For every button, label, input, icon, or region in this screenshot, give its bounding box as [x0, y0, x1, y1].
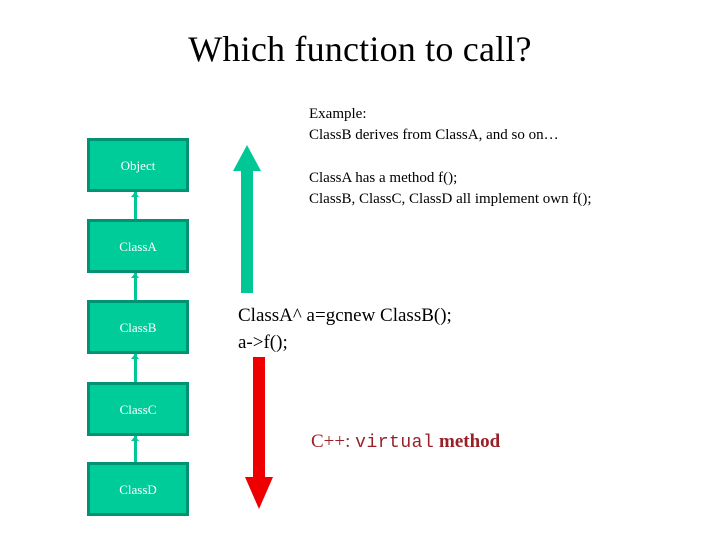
cpp-virtual-callout: C++: virtual method — [311, 431, 500, 453]
method-line-2: ClassB, ClassC, ClassD all implement own… — [309, 191, 592, 207]
cpp-callout-label: C++: — [311, 431, 351, 452]
class-box-classa[interactable]: ClassA — [87, 219, 189, 273]
example-note: Example: ClassB derives from ClassA, and… — [309, 104, 559, 146]
down-arrow-icon — [245, 357, 273, 509]
class-box-label: Object — [120, 157, 156, 173]
code-line-1: ClassA^ a=gcnew ClassB(); — [238, 305, 452, 326]
inheritance-connector-classb-classa — [134, 273, 137, 300]
code-line-2: a->f(); — [238, 332, 288, 353]
class-box-label: ClassD — [119, 481, 157, 497]
class-box-object[interactable]: Object — [87, 138, 189, 192]
cpp-callout-keyword: virtual — [355, 433, 435, 453]
example-line: ClassB derives from ClassA, and so on… — [309, 127, 559, 143]
class-box-label: ClassC — [119, 401, 157, 417]
inheritance-arrowhead-icon — [131, 354, 139, 359]
page-title: Which function to call? — [188, 29, 532, 69]
inheritance-arrowhead-icon — [131, 436, 139, 441]
class-box-label: ClassA — [119, 238, 157, 254]
class-box-label: ClassB — [119, 319, 157, 335]
up-arrow-icon — [233, 145, 261, 293]
class-box-classd[interactable]: ClassD — [87, 462, 189, 516]
cpp-callout-word: method — [439, 431, 501, 452]
class-box-classb[interactable]: ClassB — [87, 300, 189, 354]
inheritance-arrowhead-icon — [131, 273, 139, 278]
example-heading: Example: — [309, 106, 367, 122]
inheritance-arrowhead-icon — [131, 192, 139, 197]
method-note: ClassA has a method f(); ClassB, ClassC,… — [309, 168, 592, 210]
class-box-classc[interactable]: ClassC — [87, 382, 189, 436]
method-line-1: ClassA has a method f(); — [309, 170, 458, 186]
inheritance-connector-classa-object — [134, 192, 137, 219]
inheritance-connector-classc-classb — [134, 354, 137, 382]
inheritance-connector-classd-classc — [134, 436, 137, 462]
code-sample: ClassA^ a=gcnew ClassB(); a->f(); — [238, 302, 452, 356]
